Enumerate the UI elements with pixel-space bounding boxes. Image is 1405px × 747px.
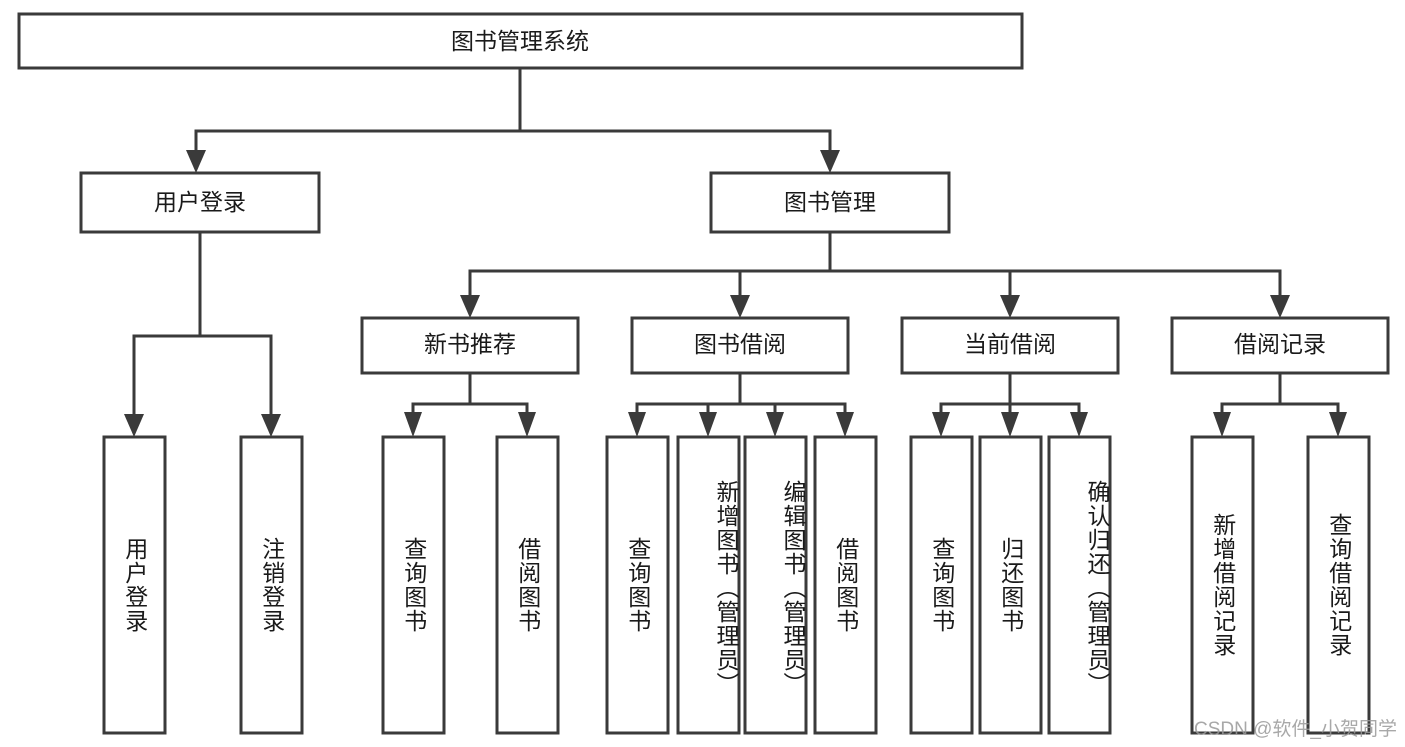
node-user-login-label: 用户登录 bbox=[154, 189, 246, 215]
node-leaf-logout[interactable] bbox=[239, 435, 304, 735]
arrow-icon-currentborrow-2 bbox=[1001, 412, 1019, 437]
arrow-icon-bookborrow-4 bbox=[836, 412, 854, 437]
connector-group-root bbox=[186, 66, 840, 173]
node-user-login[interactable] bbox=[79, 171, 321, 234]
node-root[interactable] bbox=[17, 12, 1024, 70]
arrow-icon-bookmanage-4 bbox=[1270, 295, 1290, 318]
arrow-icon-borrowrecord-1 bbox=[1213, 412, 1231, 437]
node-book-borrow[interactable] bbox=[630, 316, 850, 375]
connector-group-book-manage bbox=[460, 230, 1290, 318]
connector-group-book-borrow bbox=[628, 371, 854, 437]
node-book-borrow-label: 图书借阅 bbox=[694, 331, 786, 357]
node-leaf-return-book[interactable] bbox=[978, 435, 1043, 735]
connector-group-new-book bbox=[404, 371, 536, 437]
connector-group-user-login bbox=[124, 230, 281, 437]
node-leaf-borrow-book-2[interactable] bbox=[813, 435, 878, 735]
node-leaf-user-login[interactable] bbox=[102, 435, 167, 735]
node-book-manage[interactable] bbox=[709, 171, 951, 234]
connector-group-current-borrow bbox=[932, 371, 1088, 437]
node-leaf-query-borrow-record[interactable] bbox=[1306, 435, 1371, 735]
node-leaf-add-borrow-record[interactable] bbox=[1190, 435, 1255, 735]
node-leaf-edit-book-admin[interactable] bbox=[743, 435, 808, 735]
csdn-watermark: CSDN @软件_小贺同学 bbox=[1194, 719, 1397, 740]
arrow-icon-userlogin-1 bbox=[124, 414, 144, 437]
arrow-icon-userlogin-2 bbox=[261, 414, 281, 437]
arrow-icon-bookborrow-2 bbox=[699, 412, 717, 437]
node-current-borrow-label: 当前借阅 bbox=[964, 331, 1056, 357]
node-root-label: 图书管理系统 bbox=[451, 28, 589, 54]
arrow-icon-newbook-1 bbox=[404, 412, 422, 437]
node-leaf-query-book-3[interactable] bbox=[909, 435, 974, 735]
arrow-icon-bookborrow-1 bbox=[628, 412, 646, 437]
arrow-icon-borrowrecord-2 bbox=[1329, 412, 1347, 437]
arrow-icon-bookmanage-2 bbox=[730, 295, 750, 318]
node-current-borrow[interactable] bbox=[900, 316, 1120, 375]
node-leaf-query-book-1[interactable] bbox=[381, 435, 446, 735]
node-leaf-query-book-2[interactable] bbox=[605, 435, 670, 735]
node-new-book-recommend[interactable] bbox=[360, 316, 580, 375]
arrow-icon-root-to-user-login bbox=[186, 150, 206, 173]
node-borrow-record[interactable] bbox=[1170, 316, 1390, 375]
node-new-book-recommend-label: 新书推荐 bbox=[424, 331, 516, 357]
node-leaf-add-book-admin[interactable] bbox=[676, 435, 741, 735]
node-leaf-confirm-return-admin[interactable] bbox=[1047, 435, 1112, 735]
arrow-icon-currentborrow-3 bbox=[1070, 412, 1088, 437]
arrow-icon-root-to-book-manage bbox=[820, 150, 840, 173]
node-leaf-borrow-book-1[interactable] bbox=[495, 435, 560, 735]
node-book-manage-label: 图书管理 bbox=[784, 189, 876, 215]
arrow-icon-bookmanage-3 bbox=[1000, 295, 1020, 318]
node-borrow-record-label: 借阅记录 bbox=[1234, 331, 1326, 357]
arrow-icon-bookmanage-1 bbox=[460, 295, 480, 318]
arrow-icon-bookborrow-3 bbox=[766, 412, 784, 437]
arrow-icon-newbook-2 bbox=[518, 412, 536, 437]
arrow-icon-currentborrow-1 bbox=[932, 412, 950, 437]
connector-group-borrow-record bbox=[1213, 371, 1347, 437]
